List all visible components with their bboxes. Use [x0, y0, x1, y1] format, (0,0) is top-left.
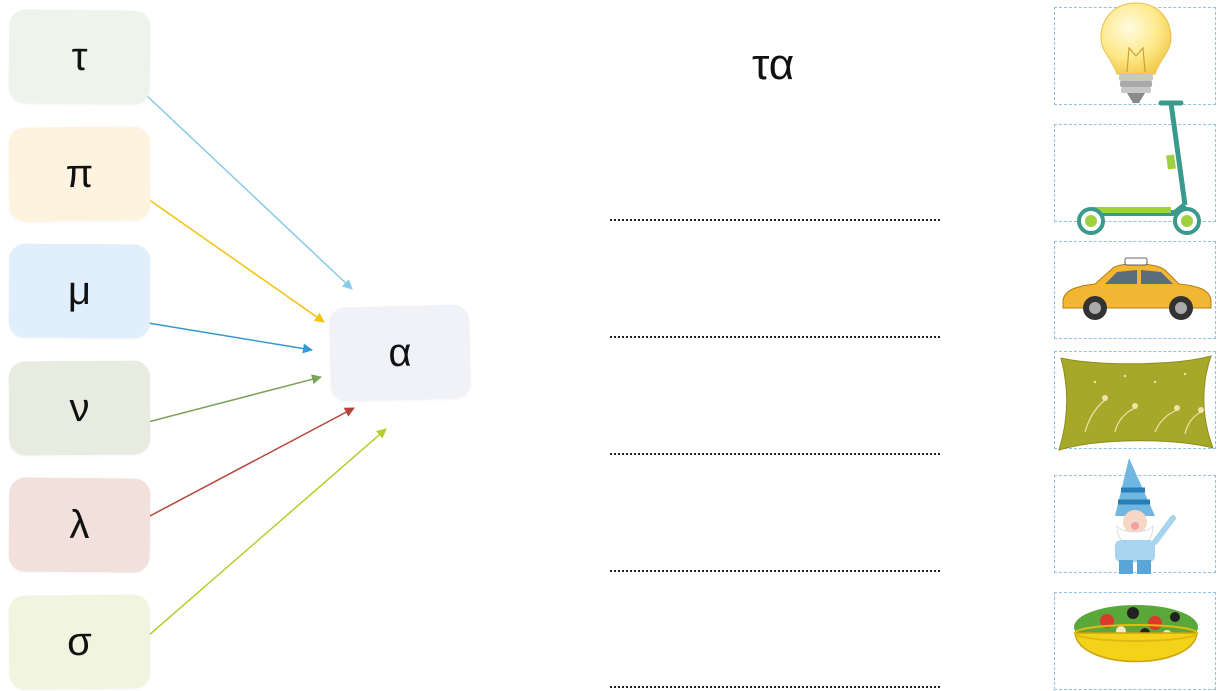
vowel-tile-alpha: α: [328, 304, 472, 402]
light-bulb-icon: [1100, 2, 1172, 103]
answer-line-2[interactable]: [610, 336, 940, 338]
gnome-icon: [1115, 458, 1176, 574]
answer-line-1[interactable]: [610, 219, 940, 221]
arrow-mu: [147, 322, 313, 354]
example-word: τα: [752, 40, 795, 89]
picture-box-5: [1054, 458, 1216, 574]
arrow-sigma: [147, 428, 387, 637]
picture-box-4: [1054, 351, 1216, 451]
arrow-lambda: [147, 407, 355, 518]
answer-line-3[interactable]: [610, 453, 940, 455]
answer-line-4[interactable]: [610, 570, 940, 572]
letter-tile-tau: τ: [8, 9, 151, 105]
picture-box-1: [1054, 2, 1216, 105]
scooter-icon: [1077, 100, 1201, 235]
arrow-tau: [144, 93, 353, 290]
salad-icon: [1074, 605, 1198, 663]
answer-line-5[interactable]: [610, 686, 940, 688]
letter-tile-sigma: σ: [8, 594, 151, 690]
letter-tile-pi: π: [8, 126, 151, 222]
taxi-icon: [1062, 257, 1212, 320]
picture-box-2: [1054, 100, 1216, 235]
pillow-icon: [1058, 355, 1214, 451]
arrow-pi: [147, 198, 325, 323]
arrow-nu: [147, 374, 322, 423]
picture-box-3: [1054, 241, 1216, 339]
letter-tile-nu: ν: [8, 360, 151, 456]
picture-box-6: [1054, 592, 1216, 690]
letter-tile-lambda: λ: [8, 477, 151, 573]
letter-tile-mu: μ: [8, 243, 151, 339]
